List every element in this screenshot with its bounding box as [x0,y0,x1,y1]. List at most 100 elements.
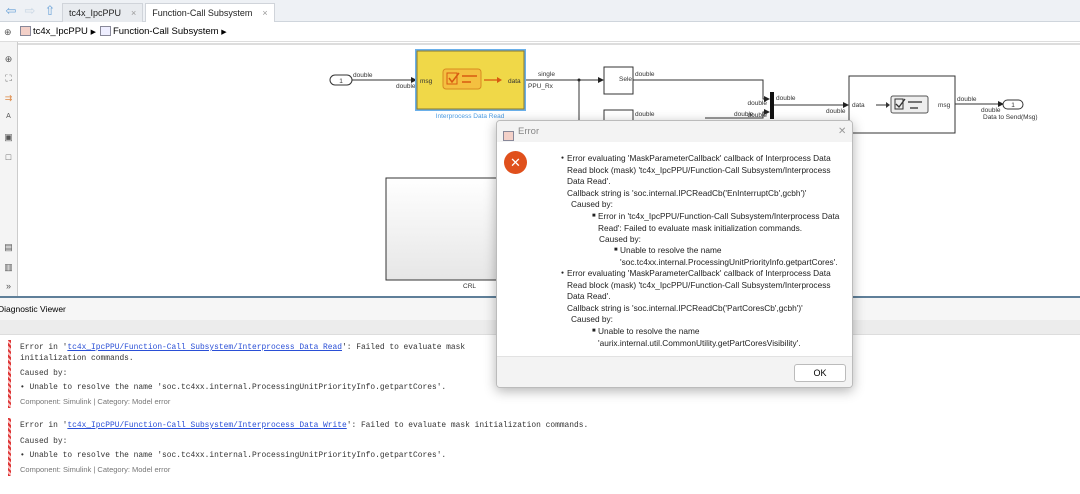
block-label: Sele [619,76,632,83]
annotation-icon[interactable]: A [6,113,11,120]
breadcrumb-label: Function-Call Subsystem [112,26,219,37]
text: Error in ' [20,421,68,430]
ipc-write-icon [876,95,929,114]
error-text-line: Data Read'. [567,176,611,186]
caused-by-label: Caused by: [571,199,613,209]
signal-label: double [635,111,655,118]
text: ': Failed to evaluate mask initializatio… [20,343,466,363]
model-icon [20,26,31,37]
subsystem-icon [99,26,111,37]
diagnostic-entry: Error in 'tc4x_IpcPPU/Function-Call Subs… [8,418,1078,478]
error-text-line: Error in 'tc4x_IpcPPU/Function-Call Subs… [592,211,839,223]
tab-bar: ⇦ ⇨ ⇧ tc4x_IpcPPU × Function-Call Subsyst… [0,0,1080,22]
block-link[interactable]: tc4x_IpcPPU/Function-Call Subsystem/Inte… [67,421,347,430]
error-text-line: Unable to resolve the name [592,326,699,338]
signal-label: double [353,72,373,79]
forward-arrow-icon[interactable]: ⇨ [24,3,36,18]
selector-block[interactable]: Sele [603,66,634,95]
up-arrow-icon[interactable]: ⇧ [44,3,56,18]
breadcrumb-label: tc4x_IpcPPU [33,26,88,37]
inport-number: 1 [339,78,343,85]
dialog-title-bar[interactable]: Error ✕ [497,121,852,142]
interprocess-data-read-block[interactable]: msg data [415,49,526,111]
error-text-line: Callback string is 'soc.internal.IPCRead… [567,187,807,198]
text: ': Failed to evaluate mask initializatio… [346,421,589,430]
close-tab-icon[interactable]: × [262,8,268,18]
property-inspector-icon[interactable]: ▥ [4,262,13,272]
signal-label: single [538,71,555,78]
signal-label: double [635,71,655,78]
block-link[interactable]: tc4x_IpcPPU/Function-Call Subsystem/Inte… [67,343,342,352]
error-text-line: 'aurix.internal.util.CommonUtility.getPa… [598,337,801,348]
port-label: data [852,102,865,109]
tab-strip: tc4x_IpcPPU × Function-Call Subsystem × [62,3,275,22]
matlab-window-icon [503,131,514,142]
port-label: msg [938,102,951,109]
back-arrow-icon[interactable]: ⇦ [5,3,17,18]
left-toolbar: ⊕ ⛶ ⇉ A ▣ □ ▤ ▥ » [0,42,18,298]
error-dialog: Error ✕ ✕ Error evaluating 'MaskParamete… [496,120,853,388]
text: Error in ' [20,343,68,352]
screenshot-icon[interactable]: ▤ [4,242,13,252]
block-label: Data to Send(Msg) [983,114,1038,121]
signal-label: double [747,112,767,119]
caused-by-label: Caused by: [20,369,68,378]
breadcrumb: ⊕ tc4x_IpcPPU ▶ Function-Call Subsystem … [0,22,1080,42]
tab-label: tc4x_IpcPPU [69,8,122,18]
ok-button[interactable]: OK [794,364,846,382]
signal-name: PPU_Rx [528,83,554,90]
cause-message: • Unable to resolve the name 'soc.tc4xx.… [20,451,447,460]
error-marker [8,418,11,476]
more-tools-icon[interactable]: » [5,281,11,291]
error-text-line: Unable to resolve the name [614,245,721,257]
outport-block[interactable]: 1 [1002,99,1024,110]
inport-block[interactable]: 1 [329,74,353,86]
signal-label: double [396,83,416,90]
tab-function-call-subsystem[interactable]: Function-Call Subsystem × [145,3,275,22]
image-icon[interactable]: ▣ [4,132,13,142]
error-text-line: Error evaluating 'MaskParameterCallback'… [561,268,831,280]
cause-message: • Unable to resolve the name 'soc.tc4xx.… [20,383,447,392]
outport-number: 1 [1011,102,1015,109]
component-info: Component: Simulink | Category: Model er… [20,465,171,474]
signal-label: double [734,111,754,118]
tab-label: Function-Call Subsystem [152,8,253,18]
chevron-right-icon: ▶ [90,29,96,36]
dialog-footer: OK [497,356,852,387]
signal-label: double [826,108,846,115]
signal-label: double [981,107,1001,114]
error-text-line: 'soc.tc4xx.internal.ProcessingUnitPriori… [620,256,838,267]
crl-block[interactable] [385,177,499,281]
ipc-read-icon [442,68,502,90]
tab-tc4x-ipcppu[interactable]: tc4x_IpcPPU × [62,3,144,22]
component-info: Component: Simulink | Category: Model er… [20,397,171,406]
caused-by-label: Caused by: [599,234,641,244]
error-text-line: Read': Failed to evaluate mask initializ… [598,222,803,233]
error-marker [8,340,11,408]
model-canvas[interactable]: 1 double double msg data Interprocess Da… [18,42,1080,298]
signal-arrow-icon[interactable]: ⇉ [4,93,13,103]
panel-title: Diagnostic Viewer [0,304,66,314]
error-icon: ✕ [504,151,527,174]
fit-view-icon[interactable]: ⛶ [5,73,12,83]
block-label: Interprocess Data Read [436,113,505,120]
zoom-icon[interactable]: ⊕ [4,54,13,64]
breadcrumb-item-subsystem[interactable]: Function-Call Subsystem ▶ [99,22,227,43]
mux-block[interactable] [770,92,774,119]
error-text-line: Data Read'. [567,291,611,301]
close-tab-icon[interactable]: × [131,8,137,18]
caused-by-label: Caused by: [571,314,613,324]
signal-label: double [957,96,977,103]
breadcrumb-items: tc4x_IpcPPU ▶ Function-Call Subsystem ▶ [20,22,227,43]
error-text-line: Read block (mask) 'tc4x_IpcPPU/Function-… [567,164,831,175]
chevron-right-icon: ▶ [221,29,227,36]
close-icon[interactable]: ✕ [838,126,847,137]
breadcrumb-item-model[interactable]: tc4x_IpcPPU ▶ [20,22,96,43]
interprocess-data-write-block[interactable]: data msg [848,75,956,134]
error-text-line: Callback string is 'soc.internal.IPCRead… [567,302,803,313]
area-icon[interactable]: □ [5,152,12,162]
hide-browser-icon[interactable]: ⊕ [4,27,12,37]
port-label: data [508,78,521,85]
caused-by-label: Caused by: [20,437,68,446]
dialog-title: Error [518,126,540,137]
